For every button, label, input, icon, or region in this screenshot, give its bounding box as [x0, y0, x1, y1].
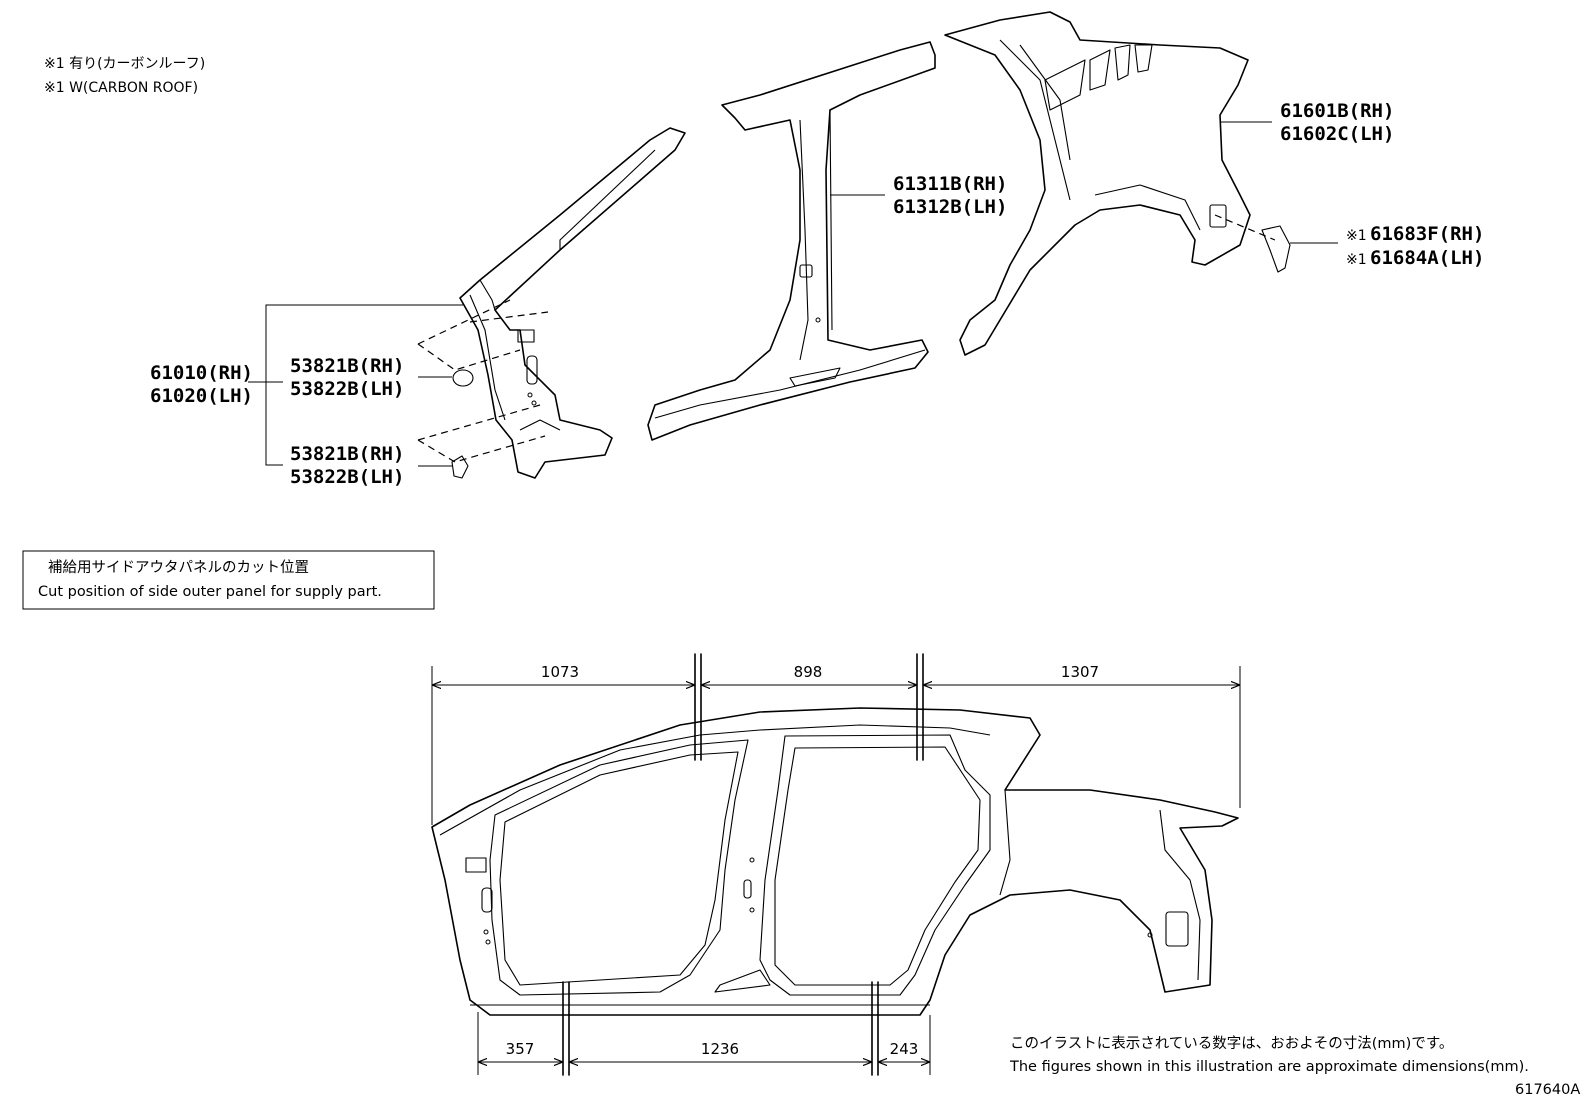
cut-position-jp: 補給用サイドアウタパネルのカット位置: [48, 559, 309, 576]
mark-61683: ※1: [1346, 228, 1367, 244]
cut-position-box: [22, 550, 435, 610]
dim-243: 243: [890, 1040, 919, 1058]
figure-code: 617640A: [1515, 1082, 1580, 1098]
assembly-line: [417, 299, 511, 345]
center-pillar-sill-drawing: [647, 41, 936, 441]
extension-line: [431, 666, 1241, 825]
label-61312B: 61312B(LH): [893, 196, 1007, 218]
cut-marks: [562, 653, 924, 1076]
extension-line: [477, 1012, 931, 1075]
assembly-line: [417, 435, 546, 463]
assembly-line: [469, 311, 549, 323]
label-61683F: 61683F(RH): [1370, 223, 1484, 245]
label-53821B-lower: 53821B(RH): [290, 443, 404, 465]
label-53822B-lower: 53822B(LH): [290, 466, 404, 488]
assembly-line: [1214, 214, 1276, 241]
cut-position-en: Cut position of side outer panel for sup…: [38, 584, 382, 600]
footer-jp: このイラストに表示されている数字は、おおよその寸法(mm)です。: [1010, 1035, 1453, 1052]
label-61602C: 61602C(LH): [1280, 123, 1394, 145]
rear-quarter-panel-drawing: [944, 11, 1251, 356]
dim-898: 898: [794, 663, 823, 681]
dim-1236: 1236: [701, 1040, 739, 1058]
dim-1307: 1307: [1061, 663, 1099, 681]
footer-en: The figures shown in this illustration a…: [1009, 1059, 1529, 1075]
note-carbon-roof-jp: ※1 有り(カーボンルーフ): [44, 56, 205, 72]
grommet-upper: [452, 369, 474, 387]
label-61684A: 61684A(LH): [1370, 247, 1484, 269]
assembly-line: [417, 404, 541, 441]
mark-61684: ※1: [1346, 252, 1367, 268]
grommet-lower: [451, 455, 469, 479]
side-outer-panel-drawing: [431, 707, 1239, 1016]
label-53822B-upper: 53822B(LH): [290, 378, 404, 400]
label-61020: 61020(LH): [150, 385, 253, 407]
note-carbon-roof-en: ※1 W(CARBON ROOF): [44, 80, 198, 96]
assembly-line: [417, 343, 521, 371]
label-61311B: 61311B(RH): [893, 173, 1007, 195]
leader-bracket-61010: [248, 304, 463, 466]
label-61601B: 61601B(RH): [1280, 100, 1394, 122]
dim-357: 357: [506, 1040, 535, 1058]
label-61010: 61010(RH): [150, 362, 253, 384]
label-53821B-upper: 53821B(RH): [290, 355, 404, 377]
bracket-61683: [1261, 225, 1291, 273]
front-pillar-panel-drawing: [459, 127, 686, 479]
dim-1073: 1073: [541, 663, 579, 681]
